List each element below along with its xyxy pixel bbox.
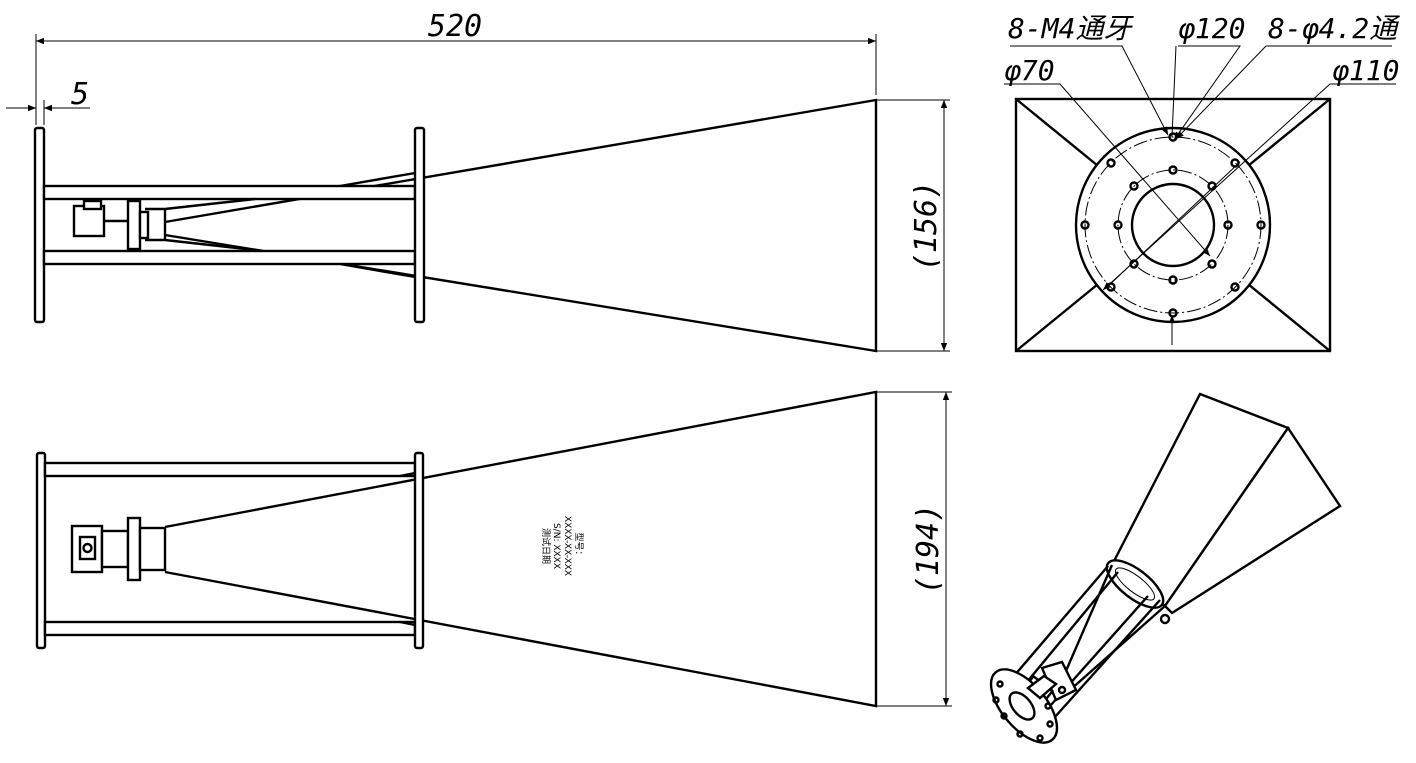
iso-base-holes bbox=[992, 680, 1054, 742]
side-flare-lower-seam bbox=[399, 620, 416, 627]
side-waveguide-flange bbox=[126, 516, 142, 582]
side-right-flange bbox=[413, 451, 425, 650]
leader-phi120 bbox=[1173, 45, 1241, 141]
hole bbox=[1256, 220, 1266, 230]
hole bbox=[992, 696, 1000, 704]
side-adapter bbox=[100, 529, 130, 569]
side-upper-rail bbox=[43, 461, 417, 478]
hole bbox=[1168, 165, 1178, 175]
nameplate-line1: 型号： bbox=[573, 532, 584, 559]
flare-edge-lower bbox=[339, 262, 416, 279]
callout-phi120: φ120 bbox=[1178, 12, 1245, 45]
side-left-flange bbox=[35, 451, 47, 650]
end-view: 8-M4通牙 φ120 8-φ4.2通 φ70 φ110 bbox=[1004, 12, 1401, 353]
top-view: 520 5 (156) bbox=[6, 9, 950, 353]
hole bbox=[1106, 158, 1116, 168]
iso-flange-bolt bbox=[1159, 613, 1171, 625]
hole bbox=[1000, 712, 1008, 720]
callout-phi70: φ70 bbox=[1004, 54, 1055, 87]
iso-rail-2 bbox=[1044, 599, 1161, 729]
iso-throat-edge-2 bbox=[1069, 605, 1166, 691]
horn-throat bbox=[145, 197, 256, 252]
isometric-view bbox=[989, 392, 1342, 744]
leader-phi70 bbox=[1004, 83, 1211, 257]
hole bbox=[1036, 734, 1044, 742]
hole bbox=[1129, 259, 1139, 269]
side-connector-block bbox=[70, 524, 104, 574]
hole bbox=[1129, 181, 1139, 191]
leader-phi110-cross bbox=[1105, 161, 1241, 289]
leader-8-phi4-2 bbox=[1175, 45, 1392, 140]
iso-rail-1b bbox=[1021, 571, 1119, 689]
dimension-194: (194) bbox=[911, 504, 946, 594]
side-view: 型号： XXXX-XX-XXX S/N: XXXX 测试日期 (194) bbox=[35, 390, 952, 708]
aperture-rectangle bbox=[1014, 97, 1332, 353]
connector-cap bbox=[82, 199, 103, 211]
waveguide-flange bbox=[126, 199, 142, 251]
corner-edge-tr bbox=[1242, 98, 1331, 171]
leader-8-m4 bbox=[1010, 45, 1169, 136]
iso-throat-edge-1 bbox=[1060, 564, 1114, 681]
side-throat bbox=[138, 526, 167, 572]
nameplate: 型号： XXXX-XX-XXX S/N: XXXX 测试日期 bbox=[540, 516, 584, 576]
nameplate-line3: S/N: XXXX bbox=[551, 523, 561, 569]
hole bbox=[1207, 181, 1217, 191]
leader-phi110 bbox=[1102, 83, 1396, 291]
hole bbox=[1046, 720, 1054, 728]
corner-edge-bl bbox=[1015, 279, 1104, 352]
iso-connector-top bbox=[1026, 674, 1058, 700]
hole bbox=[1230, 282, 1240, 292]
hole bbox=[1016, 730, 1024, 738]
waveguide-collar bbox=[138, 210, 150, 240]
flare-edge-upper bbox=[339, 171, 416, 188]
hole bbox=[1223, 220, 1233, 230]
side-connector-face bbox=[78, 535, 97, 561]
iso-connector-pin bbox=[1057, 685, 1067, 695]
hole bbox=[1207, 259, 1217, 269]
hole bbox=[996, 680, 1004, 688]
connector-body bbox=[72, 204, 106, 238]
right-flange bbox=[413, 126, 426, 324]
callout-8-m4: 8-M4通牙 bbox=[1008, 12, 1134, 45]
nameplate-line2: XXXX-XX-XXX bbox=[562, 516, 572, 576]
iso-horn-face-side bbox=[1163, 425, 1342, 615]
horn-flare bbox=[164, 98, 878, 353]
iso-rail-1 bbox=[1007, 565, 1109, 684]
iso-flange-ring bbox=[1105, 559, 1165, 609]
hole bbox=[1113, 220, 1123, 230]
iso-flange-bore bbox=[1114, 567, 1156, 601]
side-lower-rail bbox=[43, 620, 417, 637]
lower-rail bbox=[42, 249, 417, 266]
side-flare-upper-seam bbox=[399, 471, 416, 478]
side-horn-flare bbox=[164, 390, 878, 708]
bolt-circle-inner bbox=[1117, 169, 1229, 281]
nameplate-line4: 测试日期 bbox=[540, 528, 552, 564]
iso-base-opening bbox=[1008, 691, 1036, 721]
upper-rail bbox=[42, 184, 417, 201]
leader-phi120-extension bbox=[1171, 45, 1177, 138]
dimension-156: (156) bbox=[909, 181, 944, 271]
inner-holes bbox=[1113, 165, 1233, 285]
left-flange bbox=[33, 126, 46, 324]
hole bbox=[1044, 702, 1052, 710]
hole bbox=[1080, 220, 1090, 230]
hole bbox=[1168, 275, 1178, 285]
dimension-5: 5 bbox=[71, 77, 89, 112]
iso-rail-2b bbox=[1033, 595, 1149, 725]
callout-8-phi4-2: 8-φ4.2通 bbox=[1268, 12, 1401, 45]
corner-edge-tl bbox=[1015, 98, 1104, 171]
corner-edge-br bbox=[1242, 279, 1331, 352]
bolt-circle-outer bbox=[1084, 136, 1262, 314]
dimension-520: 520 bbox=[428, 9, 482, 44]
side-connector-pin bbox=[82, 542, 93, 554]
callout-phi110: φ110 bbox=[1332, 54, 1399, 87]
